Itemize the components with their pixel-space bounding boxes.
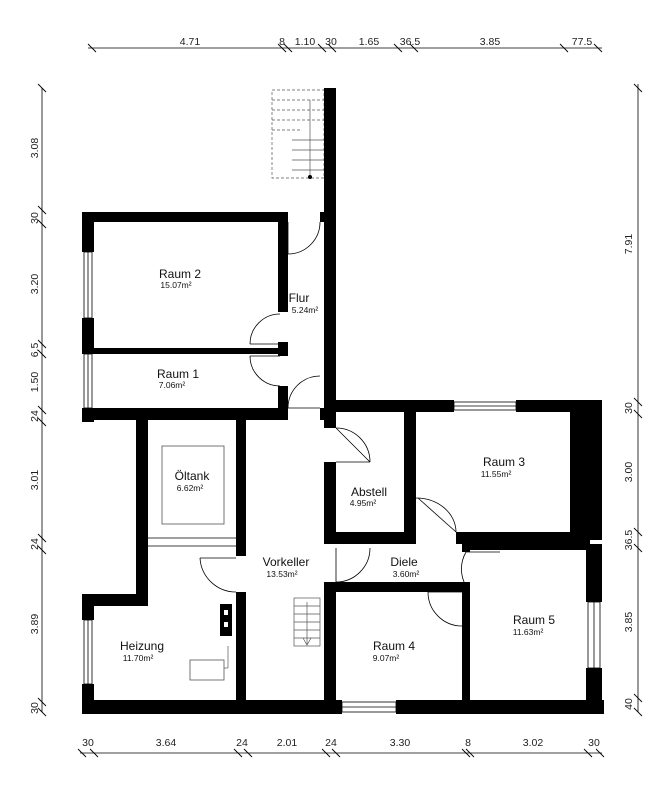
dim-bottom-1: 30 xyxy=(82,737,94,749)
dim-left-3: 3.20 xyxy=(29,274,41,295)
boiler-unit xyxy=(220,604,232,636)
dim-bottom-4: 2.01 xyxy=(277,737,298,749)
room-raum2-area: 15.07m² xyxy=(160,280,191,290)
dim-top-3: 1.10 xyxy=(295,36,316,48)
dim-left-4: 6.5 xyxy=(29,343,41,358)
dim-left-2: 30 xyxy=(29,212,41,224)
dim-top-1: 4.71 xyxy=(180,36,201,48)
dim-bottom-9: 30 xyxy=(588,737,600,749)
fixtures xyxy=(161,445,321,681)
dim-bottom-3: 24 xyxy=(236,737,248,749)
room-raum2-name: Raum 2 xyxy=(159,267,201,281)
windows xyxy=(83,251,601,713)
bottom-dimensions: 30 3.64 24 2.01 24 3.30 8 3.02 30 xyxy=(77,737,605,758)
dim-top-4: 30 xyxy=(325,36,337,48)
room-raum1-name: Raum 1 xyxy=(157,367,199,381)
room-raum5-name: Raum 5 xyxy=(513,613,555,627)
dim-left-10: 30 xyxy=(29,702,41,714)
room-heizung-area: 11.70m² xyxy=(123,653,154,663)
room-diele-area: 3.60m² xyxy=(393,569,420,579)
dim-bottom-2: 3.64 xyxy=(156,737,177,749)
room-heizung-name: Heizung xyxy=(120,639,164,653)
oil-tank-outline xyxy=(161,445,225,525)
dim-left-9: 3.89 xyxy=(29,614,41,635)
dim-right-5: 3.85 xyxy=(623,612,635,633)
room-diele-name: Diele xyxy=(390,555,418,569)
dim-right-4: 36.5 xyxy=(623,530,635,551)
dim-right-3: 3.00 xyxy=(623,462,635,483)
dim-left-8: 24 xyxy=(29,538,41,550)
room-abstell-name: Abstell xyxy=(351,485,387,499)
dim-right-6: 40 xyxy=(623,698,635,710)
room-raum5-area: 11.63m² xyxy=(513,627,544,637)
lower-staircase xyxy=(293,597,321,647)
dim-left-1: 3.08 xyxy=(29,138,41,159)
dim-right-1: 7.91 xyxy=(623,234,635,255)
dim-bottom-6: 3.30 xyxy=(390,737,411,749)
dim-left-7: 3.01 xyxy=(29,470,41,491)
right-dimensions: 7.91 30 3.00 36.5 3.85 40 xyxy=(623,83,643,717)
room-abstell-area: 4.95m² xyxy=(350,498,377,508)
dim-bottom-7: 8 xyxy=(465,737,471,749)
dim-right-2: 30 xyxy=(623,402,635,414)
dim-top-6: 36.5 xyxy=(400,36,421,48)
room-oeltank-name: Öltank xyxy=(175,469,211,483)
room-flur-area: 5.24m² xyxy=(292,305,319,315)
dim-left-6: 24 xyxy=(29,410,41,422)
dim-top-2: 8 xyxy=(279,36,285,48)
room-oeltank-area: 6.62m² xyxy=(177,483,204,493)
dim-top-8: 77.5 xyxy=(572,36,593,48)
room-raum1-area: 7.06m² xyxy=(159,380,186,390)
room-raum3-name: Raum 3 xyxy=(483,455,525,469)
room-raum4-area: 9.07m² xyxy=(373,653,400,663)
top-dimensions: 4.71 8 1.10 30 1.65 36.5 3.85 77.5 xyxy=(87,36,603,53)
room-raum3-area: 11.55m² xyxy=(481,469,512,479)
room-vorkeller-name: Vorkeller xyxy=(263,555,310,569)
room-raum4-name: Raum 4 xyxy=(373,639,415,653)
left-dimensions: 3.08 30 3.20 6.5 1.50 24 3.01 24 3.89 30 xyxy=(29,83,47,717)
dim-bottom-5: 24 xyxy=(325,737,337,749)
upper-staircase xyxy=(271,89,325,179)
dim-top-5: 1.65 xyxy=(359,36,380,48)
heater-outline xyxy=(189,659,225,681)
dim-bottom-8: 3.02 xyxy=(523,737,544,749)
room-flur-name: Flur xyxy=(289,291,310,305)
room-labels: Raum 2 15.07m² Flur 5.24m² Raum 1 7.06m²… xyxy=(120,267,555,663)
walls xyxy=(82,88,604,714)
dim-top-7: 3.85 xyxy=(480,36,501,48)
room-vorkeller-area: 13.53m² xyxy=(266,569,297,579)
doors xyxy=(199,221,500,627)
dim-left-5: 1.50 xyxy=(29,372,41,393)
